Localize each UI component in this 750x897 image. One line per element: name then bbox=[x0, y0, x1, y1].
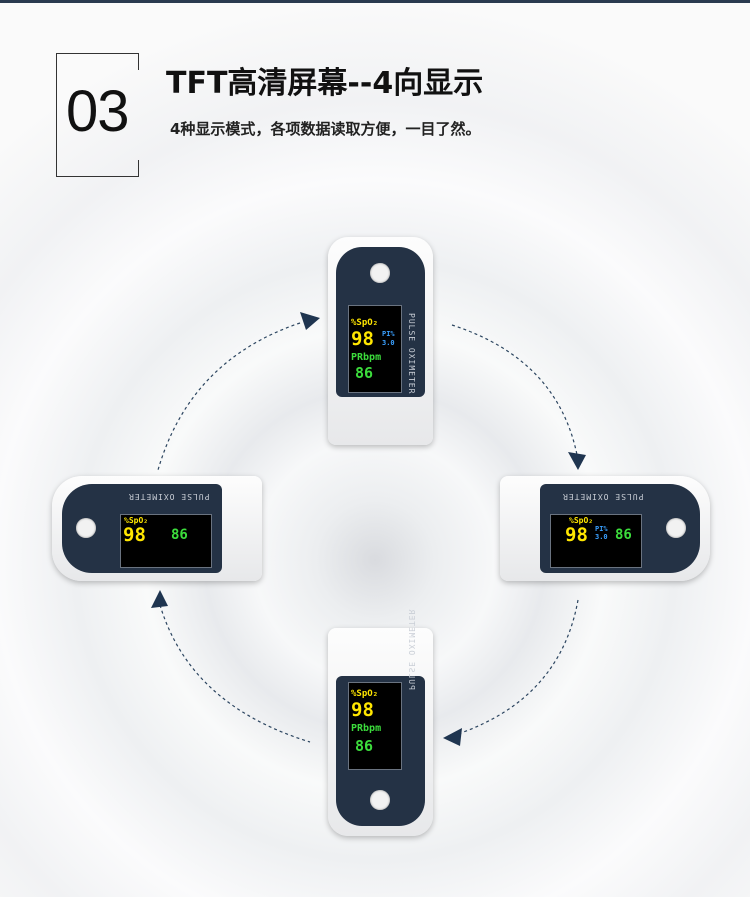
arrow-path-top-left bbox=[157, 322, 301, 471]
section-number: 03 bbox=[66, 79, 130, 144]
power-button[interactable] bbox=[666, 518, 686, 538]
arrow-path-top-right bbox=[451, 324, 579, 461]
oximeter-left: %SpO₂ 98 86 PULSE OXIMETER bbox=[52, 476, 262, 581]
display-screen: %SpO₂ 98 PRbpm 86 bbox=[348, 682, 402, 770]
arrow-path-bottom-right bbox=[454, 599, 579, 736]
display-screen: %SpO₂ 98 86 bbox=[120, 514, 212, 568]
arrow-path-bottom-left bbox=[159, 604, 311, 743]
display-screen: %SpO₂ 98 PI% 3.0 PRbpm 86 bbox=[348, 305, 402, 393]
oximeter-bottom: %SpO₂ 98 PRbpm 86 PULSE OXIMETER bbox=[328, 609, 433, 836]
arrowhead-top bbox=[300, 312, 320, 330]
power-button[interactable] bbox=[370, 263, 390, 283]
arrowhead-bottom bbox=[443, 728, 462, 746]
power-button[interactable] bbox=[76, 518, 96, 538]
oximeter-right: %SpO₂ 98 PI% 3.0 86 PULSE OXIMETER bbox=[500, 476, 710, 581]
top-divider bbox=[0, 0, 750, 3]
display-screen: %SpO₂ 98 PI% 3.0 86 bbox=[550, 514, 642, 568]
section-title: TFT高清屏幕--4向显示 bbox=[166, 66, 484, 101]
section-subtitle: 4种显示模式，各项数据读取方便，一目了然。 bbox=[170, 120, 481, 138]
arrowhead-left bbox=[151, 590, 168, 608]
power-button[interactable] bbox=[370, 790, 390, 810]
oximeter-top: %SpO₂ 98 PI% 3.0 PRbpm 86 PULSE OXIMETER bbox=[328, 237, 433, 445]
section-number-badge: 03 bbox=[56, 53, 139, 177]
arrowhead-right bbox=[568, 452, 586, 470]
